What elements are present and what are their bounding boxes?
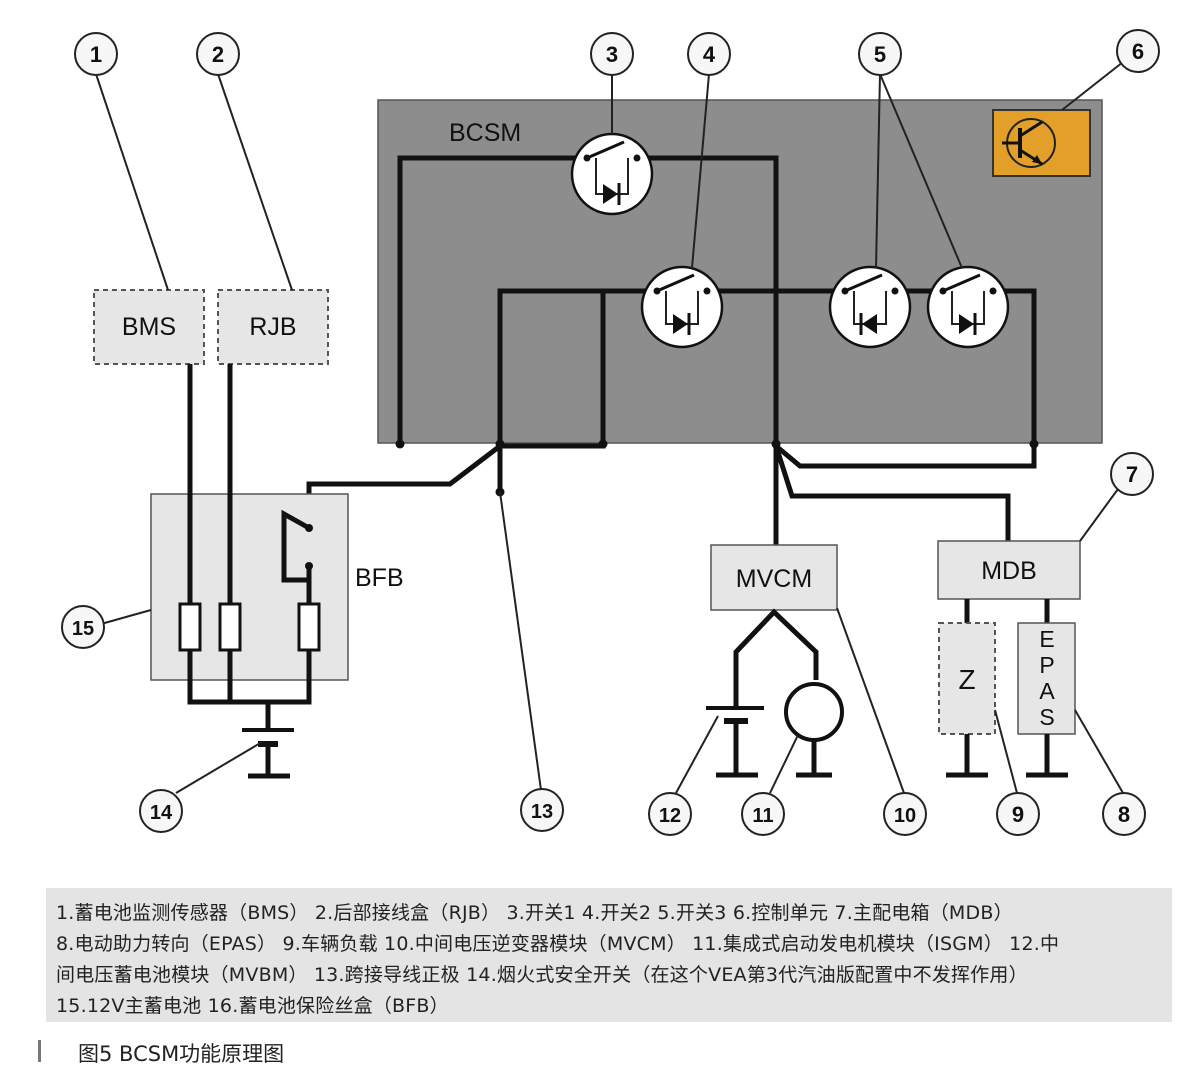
wire-bfb-to-bcsm xyxy=(306,442,606,528)
callout-13: 13 xyxy=(520,788,564,832)
epas-letter-p: P xyxy=(1039,652,1054,678)
callout-6: 6 xyxy=(1116,29,1160,73)
fuse-main xyxy=(297,602,321,652)
fuse-rjb xyxy=(218,602,242,652)
wire-mvcm-split xyxy=(733,608,819,706)
callout-12: 12 xyxy=(648,792,692,836)
callout-1: 1 xyxy=(74,32,118,76)
epas-letter-e: E xyxy=(1039,626,1054,652)
node-e xyxy=(1029,439,1039,449)
callout-11: 11 xyxy=(741,792,785,836)
svg-text:4: 4 xyxy=(703,42,716,67)
mvcm-box xyxy=(710,544,838,611)
svg-text:3: 3 xyxy=(606,42,618,67)
control-unit xyxy=(992,109,1091,177)
bfb-label: BFB xyxy=(355,564,404,592)
battery-12v xyxy=(242,728,294,779)
node-a xyxy=(395,439,405,449)
legend-line-3: 间电压蓄电池模块（MVBM） 13.跨接导线正极 14.烟火式安全开关（在这个V… xyxy=(56,964,1028,986)
callout-5: 5 xyxy=(858,32,902,76)
bms-box xyxy=(93,289,205,365)
rjb-box xyxy=(217,289,329,365)
svg-text:14: 14 xyxy=(150,802,173,824)
node-c xyxy=(598,439,608,449)
bms-label: BMS xyxy=(122,313,176,341)
z-box xyxy=(938,622,996,735)
callout-4: 4 xyxy=(687,32,731,76)
epas-box xyxy=(1017,622,1076,735)
wire-to-mdb xyxy=(773,445,1011,541)
leader-lines xyxy=(95,61,1124,794)
caption-marker xyxy=(38,1040,41,1062)
mvcm-label: MVCM xyxy=(736,565,812,593)
epas-letter-a: A xyxy=(1039,678,1055,704)
svg-text:5: 5 xyxy=(874,42,886,67)
svg-text:12: 12 xyxy=(659,805,681,827)
switch-3a xyxy=(828,265,912,349)
rjb-label: RJB xyxy=(249,313,296,341)
bcsm-label: BCSM xyxy=(449,119,521,147)
callout-8: 8 xyxy=(1102,792,1146,836)
mdb-box xyxy=(937,540,1081,600)
node-d xyxy=(771,439,781,449)
callout-2: 2 xyxy=(196,32,240,76)
z-label: Z xyxy=(958,664,975,695)
epas-letter-s: S xyxy=(1039,704,1054,730)
svg-text:7: 7 xyxy=(1126,462,1138,487)
svg-text:1: 1 xyxy=(90,42,102,67)
svg-text:10: 10 xyxy=(894,805,916,827)
callout-14: 14 xyxy=(139,789,183,833)
svg-text:13: 13 xyxy=(531,801,553,823)
figure-caption: 图5 BCSM功能原理图 xyxy=(78,1042,285,1066)
pyro-switch xyxy=(281,509,312,604)
callout-3: 3 xyxy=(590,32,634,76)
svg-text:9: 9 xyxy=(1012,802,1024,827)
legend-line-1: 1.蓄电池监测传感器（BMS） 2.后部接线盒（RJB） 3.开关1 4.开关2… xyxy=(56,902,1013,924)
isgm-motor xyxy=(784,682,844,778)
callout-10: 10 xyxy=(883,792,927,836)
switch-3b xyxy=(926,265,1010,349)
svg-text:15: 15 xyxy=(72,618,94,640)
wire-switch-rail xyxy=(497,288,1037,442)
fuse-bms xyxy=(178,602,202,652)
legend-box: 1.蓄电池监测传感器（BMS） 2.后部接线盒（RJB） 3.开关1 4.开关2… xyxy=(46,888,1172,1022)
bfb-box xyxy=(150,493,349,681)
wire-to-rail-end xyxy=(774,442,1037,469)
legend-line-4: 15.12V主蓄电池 16.蓄电池保险丝盒（BFB） xyxy=(56,995,449,1017)
battery-mvbm xyxy=(706,706,764,778)
callout-15: 15 xyxy=(61,605,105,649)
svg-text:6: 6 xyxy=(1132,39,1144,64)
legend-line-2: 8.电动助力转向（EPAS） 9.车辆负载 10.中间电压逆变器模块（MVCM）… xyxy=(56,933,1060,955)
svg-text:2: 2 xyxy=(212,42,224,67)
switch-2 xyxy=(640,265,724,349)
switch-1 xyxy=(570,132,654,216)
callout-9: 9 xyxy=(996,792,1040,836)
node-b xyxy=(495,439,505,449)
svg-text:8: 8 xyxy=(1118,802,1130,827)
svg-text:11: 11 xyxy=(752,805,773,827)
transistor-icon xyxy=(1002,118,1056,168)
mdb-label: MDB xyxy=(981,557,1037,585)
pyro-contact-top xyxy=(305,524,313,532)
wire-fuse-bottom xyxy=(187,650,312,705)
callout-7: 7 xyxy=(1110,452,1154,496)
